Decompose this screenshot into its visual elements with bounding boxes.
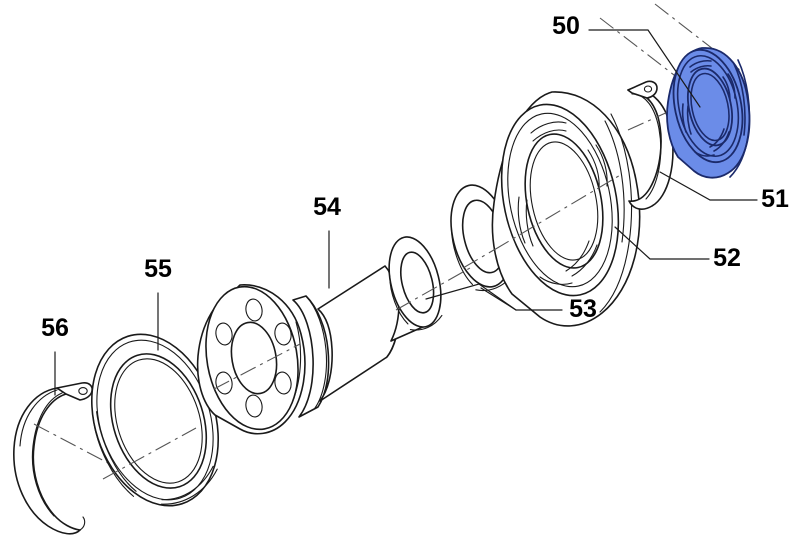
callout-51: 51 xyxy=(761,185,789,213)
part-50-ball-bearing-highlighted xyxy=(666,47,751,179)
part-52-ball-bearing-large xyxy=(491,91,641,327)
part-55-oil-seal-ring xyxy=(90,333,220,507)
flange-bolt-holes xyxy=(215,298,292,418)
callout-55: 55 xyxy=(144,255,172,283)
callout-52: 52 xyxy=(713,244,741,272)
callout-56: 56 xyxy=(41,314,69,342)
callout-50: 50 xyxy=(552,12,580,40)
callout-labels: 50 51 52 53 54 55 56 xyxy=(41,12,789,342)
leader-lines xyxy=(54,29,758,396)
part-56-retaining-ring-large xyxy=(13,382,109,535)
bearing-ball-pockets-highlighted xyxy=(681,59,736,157)
callout-54: 54 xyxy=(313,193,341,221)
callout-53: 53 xyxy=(569,295,597,323)
